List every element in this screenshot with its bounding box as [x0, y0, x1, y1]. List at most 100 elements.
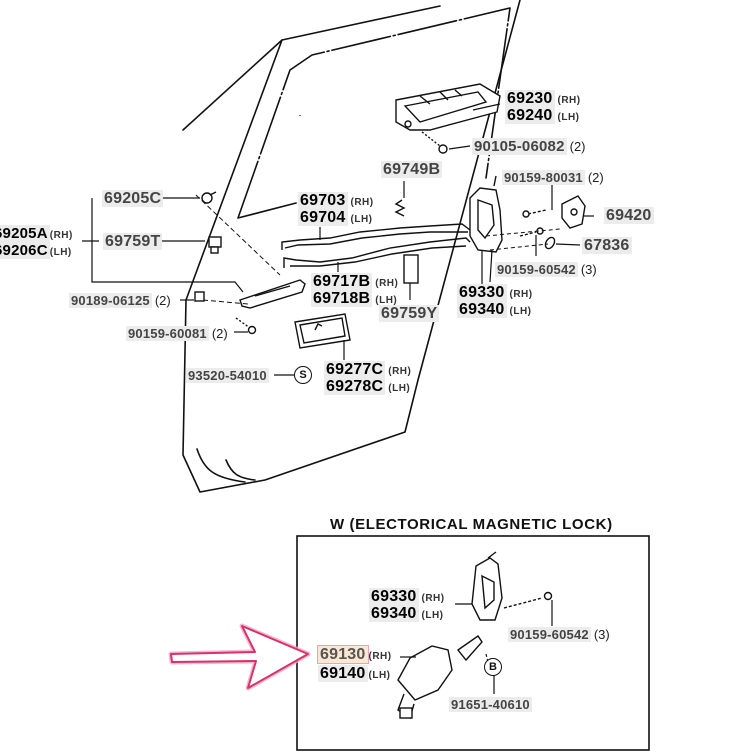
- side-rh: (RH): [350, 197, 374, 208]
- inset-part-number-69140[interactable]: 69140: [318, 665, 368, 682]
- bushing-90189-drawing: [194, 291, 205, 302]
- part-number-69703[interactable]: 69703: [298, 192, 348, 209]
- part-number-69206c[interactable]: 69206C: [0, 242, 50, 259]
- callout-67836: 67836: [582, 237, 632, 254]
- part-number-90159-60081[interactable]: 90159-60081: [126, 326, 209, 341]
- inset-callout-69130-69140: 69130(RH) 69140(LH): [317, 645, 392, 684]
- callout-69230-69240: 69230(RH) 69240(LH): [505, 90, 581, 125]
- side-rh: (RH): [49, 230, 73, 241]
- callout-90159-80031: 90159-80031(2): [502, 170, 604, 186]
- part-number-90159-60542[interactable]: 90159-60542: [495, 262, 578, 277]
- side-lh: (LH): [49, 247, 72, 258]
- part-number-69759t[interactable]: 69759T: [103, 233, 163, 250]
- quantity: (3): [580, 262, 597, 277]
- part-number-69330[interactable]: 69330: [457, 284, 507, 301]
- side-lh: (LH): [375, 295, 398, 306]
- inside-lever-drawing: [239, 279, 306, 309]
- shim-67836-drawing: [544, 236, 556, 250]
- quantity: (2): [211, 326, 228, 341]
- side-lh: (LH): [368, 670, 391, 681]
- door-lock-drawing: [469, 175, 503, 253]
- part-number-69759y[interactable]: 69759Y: [379, 305, 440, 322]
- part-number-69205c[interactable]: 69205C: [102, 190, 164, 207]
- quantity: (2): [154, 293, 171, 308]
- side-rh: (RH): [368, 651, 392, 662]
- inset-actuator-drawing: [397, 635, 483, 720]
- part-number-69230[interactable]: 69230: [505, 90, 555, 107]
- callout-69277c-69278c: 69277C(RH) 69278C(LH): [324, 361, 412, 396]
- inset-title: W (ELECTORICAL MAGNETIC LOCK): [330, 516, 613, 533]
- quantity: (2): [569, 139, 586, 154]
- callout-90159-60542: 90159-60542(3): [495, 262, 597, 278]
- callout-90105-06082: 90105-06082(2): [472, 138, 586, 155]
- callout-69205c: 69205C: [102, 190, 164, 207]
- inset-screw-drawing: [503, 591, 553, 609]
- side-lh: (LH): [388, 383, 411, 394]
- callout-69205a-69206c: 69205A(RH) 69206C(LH): [0, 225, 73, 260]
- part-number-69718b[interactable]: 69718B: [311, 290, 373, 307]
- callout-69330-69340: 69330(RH) 69340(LH): [457, 284, 533, 319]
- striker-69420-drawing: [561, 195, 586, 229]
- inset-frame: [296, 535, 650, 751]
- part-number-90105-06082[interactable]: 90105-06082: [472, 138, 567, 155]
- clip-69749b-drawing: [394, 199, 406, 217]
- outside-handle-drawing: [395, 83, 501, 131]
- part-number-90189-06125[interactable]: 90189-06125: [69, 293, 152, 308]
- part-number-69420[interactable]: 69420: [604, 207, 654, 224]
- door-frame-outline: [182, 0, 521, 493]
- callout-90159-60081: 90159-60081(2): [126, 326, 228, 342]
- callout-69703-69704: 69703(RH) 69704(LH): [298, 192, 374, 227]
- side-rh: (RH): [421, 593, 445, 604]
- side-rh: (RH): [509, 289, 533, 300]
- part-number-69704[interactable]: 69704: [298, 209, 348, 226]
- part-number-69278c[interactable]: 69278C: [324, 378, 386, 395]
- part-number-69749b[interactable]: 69749B: [381, 161, 443, 178]
- highlight-arrow-icon: [168, 623, 311, 691]
- clip-69759t-drawing: [208, 236, 222, 254]
- part-number-93520-54010[interactable]: 93520-54010: [186, 368, 269, 383]
- inset-lock-drawing: [471, 551, 503, 621]
- callout-93520-54010: 93520-54010: [186, 368, 269, 384]
- inside-handle-bezel-drawing: [294, 313, 351, 349]
- side-lh: (LH): [557, 112, 580, 123]
- linkage-rods: [281, 223, 471, 268]
- inset-callout-69330-69340: 69330(RH) 69340(LH): [369, 588, 445, 623]
- inset-callout-91651-40610: 91651-40610: [449, 697, 532, 713]
- side-lh: (LH): [509, 306, 532, 317]
- clip-69759y-drawing: [403, 254, 419, 284]
- callout-69759t: 69759T: [103, 233, 163, 250]
- inset-part-number-69130-highlighted[interactable]: 69130: [317, 645, 369, 664]
- inset-part-number-91651-40610[interactable]: 91651-40610: [449, 697, 532, 712]
- screw-90159-60081: [235, 317, 257, 335]
- callout-69749b: 69749B: [381, 161, 443, 178]
- side-rh: (RH): [557, 95, 581, 106]
- part-number-69277c[interactable]: 69277C: [324, 361, 386, 378]
- quantity: (2): [587, 170, 604, 185]
- quantity: (3): [593, 627, 610, 642]
- marker-s-icon: S: [294, 366, 312, 384]
- callout-69420: 69420: [604, 207, 654, 224]
- marker-b-icon: B: [484, 658, 502, 676]
- part-number-67836[interactable]: 67836: [582, 237, 632, 254]
- part-number-90159-80031[interactable]: 90159-80031: [502, 170, 585, 185]
- side-lh: (LH): [421, 610, 444, 621]
- inset-part-number-69330[interactable]: 69330: [369, 588, 419, 605]
- side-rh: (RH): [375, 278, 399, 289]
- inset-part-number-69340[interactable]: 69340: [369, 605, 419, 622]
- door-lower-curve: [196, 448, 256, 483]
- part-number-69340[interactable]: 69340: [457, 301, 507, 318]
- door-window-inner: [237, 7, 511, 219]
- inset-callout-90159-60542: 90159-60542(3): [508, 627, 610, 643]
- part-number-69717b[interactable]: 69717B: [311, 273, 373, 290]
- side-rh: (RH): [388, 366, 412, 377]
- callout-69759y: 69759Y: [379, 305, 440, 322]
- clip-69205c-drawing: [201, 191, 217, 204]
- side-lh: (LH): [350, 214, 373, 225]
- inset-part-number-90159-60542[interactable]: 90159-60542: [508, 627, 591, 642]
- part-number-69240[interactable]: 69240: [505, 107, 555, 124]
- part-number-69205a[interactable]: 69205A: [0, 225, 50, 242]
- callout-69717b-69718b: 69717B(RH) 69718B(LH): [311, 273, 399, 308]
- screw-90105: [421, 131, 448, 154]
- screw-90159-80031: [522, 209, 547, 218]
